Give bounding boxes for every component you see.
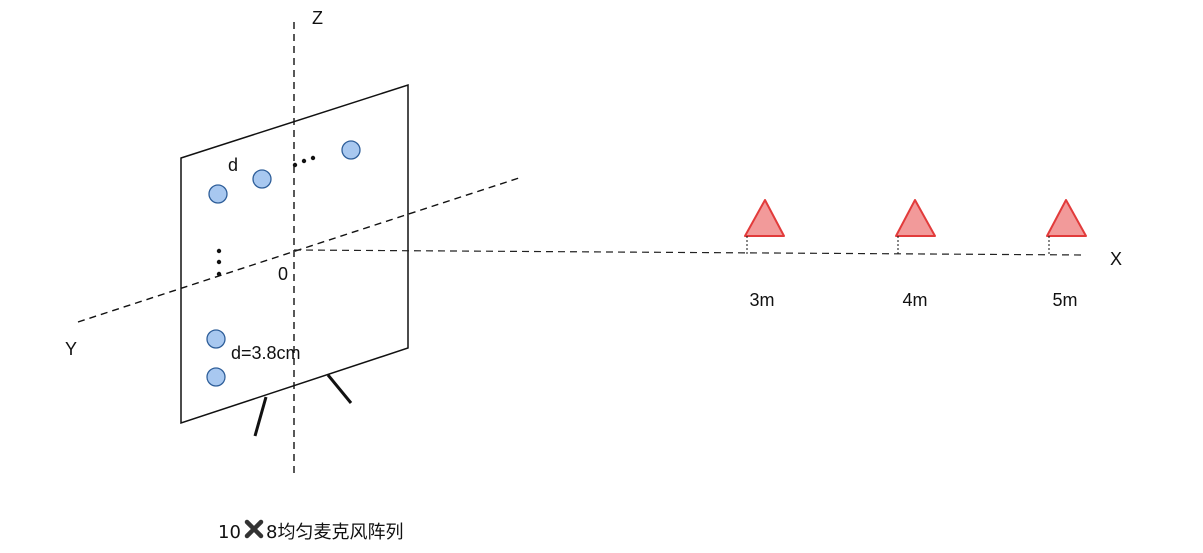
z-axis-label: Z <box>312 8 323 28</box>
row-ellipsis-dots <box>292 155 316 168</box>
source-3m: 3m <box>744 199 785 310</box>
microphone <box>252 169 272 189</box>
sound-source-triangle <box>1046 199 1087 237</box>
microphone <box>341 140 361 160</box>
microphone <box>206 367 226 387</box>
caption-prefix: 10 <box>218 522 241 543</box>
column-ellipsis-dots <box>216 248 222 277</box>
sound-source-triangle <box>895 199 936 237</box>
distance-label: 4m <box>902 290 927 310</box>
source-4m: 4m <box>895 199 936 310</box>
cross-icon <box>244 519 264 539</box>
microphone <box>206 329 226 349</box>
spacing-value-label: d=3.8cm <box>231 343 301 363</box>
microphone <box>208 184 228 204</box>
x-axis-label: X <box>1110 249 1122 269</box>
spacing-label: d <box>228 155 238 175</box>
microphone-group <box>206 140 361 387</box>
array-panel <box>180 83 409 425</box>
stand-leg-left <box>253 396 268 437</box>
x-axis-line <box>293 249 1087 256</box>
origin-label: 0 <box>278 264 288 284</box>
source-5m: 5m <box>1046 199 1087 310</box>
sound-source-triangle <box>744 199 785 237</box>
stand-leg-right <box>326 374 353 404</box>
distance-label: 3m <box>749 290 774 310</box>
distance-label: 5m <box>1052 290 1077 310</box>
y-axis-label: Y <box>65 339 77 359</box>
caption-suffix: 8均匀麦克风阵列 <box>266 522 403 543</box>
